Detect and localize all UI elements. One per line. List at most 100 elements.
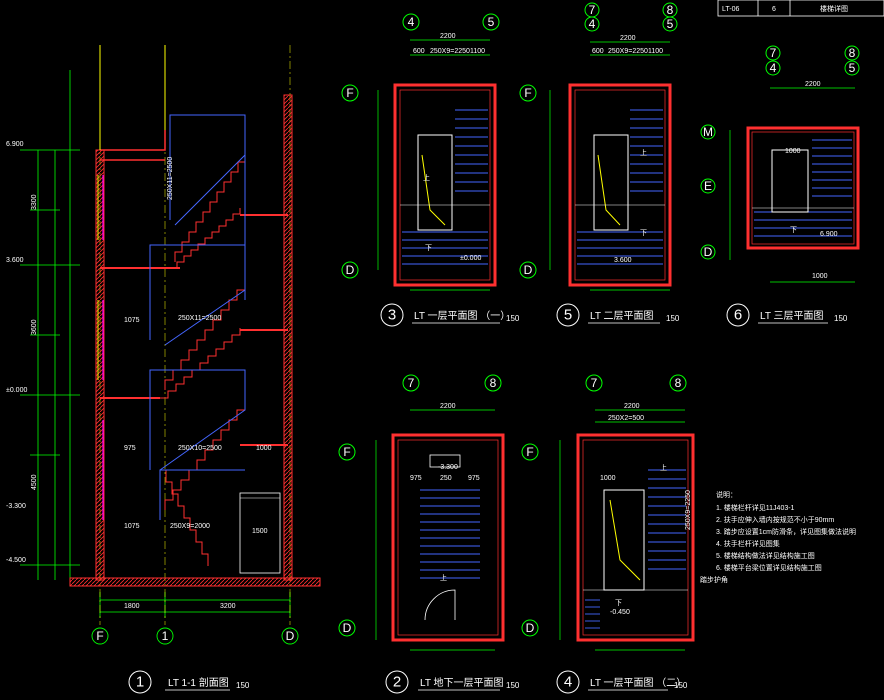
- plan-4-void: [603, 489, 645, 591]
- drawing-scale: 150: [506, 314, 520, 323]
- section-landing-label-1: 1075: [124, 317, 140, 324]
- drawing-scale: 150: [674, 681, 688, 690]
- drawing-title-text: LT 1-1 剖面图: [168, 676, 229, 689]
- notes-block: 说明： 1. 楼梯栏杆详见11J403-1 2. 扶手应伸入墙内按规范不小于90…: [700, 490, 856, 584]
- drawing-title-3: 3 LT 一层平面图 （一） 150: [380, 303, 520, 327]
- plan-2: 上 -3.300 2200 975 250 975 7 8 F D 2 LT 地…: [338, 374, 520, 694]
- plan-4-up: 上: [660, 463, 667, 472]
- grid-bubble-label: D: [704, 245, 713, 259]
- note-line: 5. 楼梯结构做法详见结构施工图: [716, 551, 815, 560]
- drawing-scale: 150: [236, 681, 250, 690]
- section-roof: [100, 130, 166, 161]
- plan-2-dim-a: 975: [410, 475, 422, 482]
- plan-3-down: 下: [425, 244, 432, 252]
- grid-bubble-label: D: [346, 263, 355, 277]
- note-line: 1. 楼梯栏杆详见11J403-1: [716, 503, 795, 512]
- grid-bubble-label: F: [96, 629, 103, 643]
- grid-bubble-label: E: [704, 179, 712, 193]
- grid-bubble-label: F: [524, 86, 531, 100]
- drawing-title-5: 5 LT 二层平面图 150: [556, 303, 680, 327]
- grid-bubble-label: F: [526, 445, 533, 459]
- grid-bubble-label: 4: [589, 17, 596, 31]
- title-block-cell-c: 楼梯详图: [820, 4, 848, 13]
- grid-bubble-label: D: [343, 621, 352, 635]
- plan-3-dim-c: 1100: [470, 48, 485, 55]
- plan-6-walls: [746, 126, 860, 250]
- plan-2-dim-total: 2200: [440, 403, 456, 410]
- grid-bubble-label: 8: [849, 46, 856, 60]
- grid-bubble-label: 4: [770, 61, 777, 75]
- drawing-number: 3: [388, 307, 396, 324]
- grid-bubble-label: D: [526, 621, 535, 635]
- section-stair-note-1: 250X11=2500: [167, 157, 174, 200]
- plan-6-dim-total: 2200: [805, 81, 821, 88]
- plan-3-dim-total: 2200: [440, 33, 456, 40]
- drawing-title-text: LT 一层平面图 （一）: [414, 310, 510, 322]
- plan-5-dim-c: 1100: [648, 48, 663, 55]
- plan-5-level: 3.600: [614, 257, 632, 264]
- plan-4-dim-total: 2200: [624, 403, 640, 410]
- section-stair-note-3: 250X10=2500: [178, 445, 222, 452]
- drawing-number: 4: [564, 674, 572, 691]
- title-block-cell-b: 6: [772, 6, 776, 13]
- grid-bubble-label: D: [524, 263, 533, 277]
- section-landing-label-2: 975: [124, 445, 136, 452]
- section-dim-left-3: 4500: [31, 474, 38, 490]
- level-mark-3: ±0.000: [6, 387, 27, 394]
- notes-label-right: 踏步护角: [700, 575, 728, 584]
- notes-heading: 说明：: [716, 490, 737, 499]
- note-line: 3. 踏步应设置1cm防滑条，详见图集做法说明: [716, 527, 856, 536]
- level-mark-5: -4.500: [6, 557, 26, 564]
- grid-bubble-label: 5: [667, 17, 674, 31]
- drawing-title-text: LT 三层平面图: [760, 310, 824, 322]
- grid-bubble-label: F: [343, 445, 350, 459]
- plan-2-level: -3.300: [438, 464, 458, 471]
- note-line: 4. 扶手栏杆详见图集: [716, 539, 780, 548]
- plan-3-void: [417, 134, 453, 231]
- drawing-number: 1: [136, 674, 144, 691]
- section-stair-note-4: 250X9=2000: [170, 523, 210, 530]
- note-line: 6. 楼梯平台梁位置详见结构施工图: [716, 563, 822, 572]
- section-landing-label-4: 1000: [256, 445, 272, 452]
- plan-6-void: [771, 149, 809, 213]
- plan-5-down: 下: [640, 229, 647, 237]
- plan-6-treads: [754, 139, 852, 237]
- section-door: [239, 492, 281, 574]
- grid-bubble-label: 4: [408, 15, 415, 29]
- section-ground-slab: [69, 577, 321, 587]
- plan-3-treads: [402, 109, 488, 265]
- plan-3-dim-a: 600: [413, 48, 425, 55]
- drawing-title-text: LT 地下一层平面图: [420, 676, 504, 689]
- plan-3: 上 下 ±0.000 2200 600 250X9=2250 1100 4 5 …: [341, 13, 520, 327]
- plan-4-down: 下: [615, 599, 622, 607]
- plan-5-treads: [577, 109, 663, 265]
- grid-bubble-label: 1: [162, 629, 169, 643]
- plan-5-dim-a: 600: [592, 48, 604, 55]
- plan-5-up: 上: [640, 148, 647, 157]
- note-line: 2. 扶手应伸入墙内按规范不小于90mm: [716, 515, 834, 524]
- plan-2-up: 上: [440, 573, 447, 582]
- plan-4-dim-b: 1000: [600, 475, 616, 482]
- grid-bubble-label: 8: [675, 376, 682, 390]
- plan-2-treads: [420, 489, 480, 579]
- grid-bubble-label: M: [703, 125, 713, 139]
- drawing-title-2: 2 LT 地下一层平面图 150: [385, 670, 520, 694]
- plan-3-level: ±0.000: [460, 255, 481, 262]
- level-mark-1: 6.900: [6, 141, 24, 148]
- grid-bubble-label: 5: [849, 61, 856, 75]
- plan-4-dim-c: 250X9=2250: [685, 490, 692, 530]
- grid-bubble-label: 8: [490, 376, 497, 390]
- title-block: LT-06 6 楼梯详图: [717, 0, 884, 17]
- section-right-wall: [283, 94, 293, 581]
- plan-4-walls: [576, 433, 695, 642]
- plan-3-up: 上: [423, 173, 430, 182]
- section-axis-lines: [99, 45, 291, 625]
- drawing-title-1: 1 LT 1-1 剖面图 150: [128, 670, 250, 694]
- plan-2-dim-c: 975: [468, 475, 480, 482]
- section-drawing: 1500 250X11=2500 250X11=2500 250X10=2500…: [6, 45, 321, 694]
- grid-bubble-label: F: [346, 86, 353, 100]
- drawing-title-6: 6 LT 三层平面图 150: [726, 303, 848, 327]
- section-door-label: 1500: [252, 528, 268, 535]
- section-parapet: [99, 45, 166, 150]
